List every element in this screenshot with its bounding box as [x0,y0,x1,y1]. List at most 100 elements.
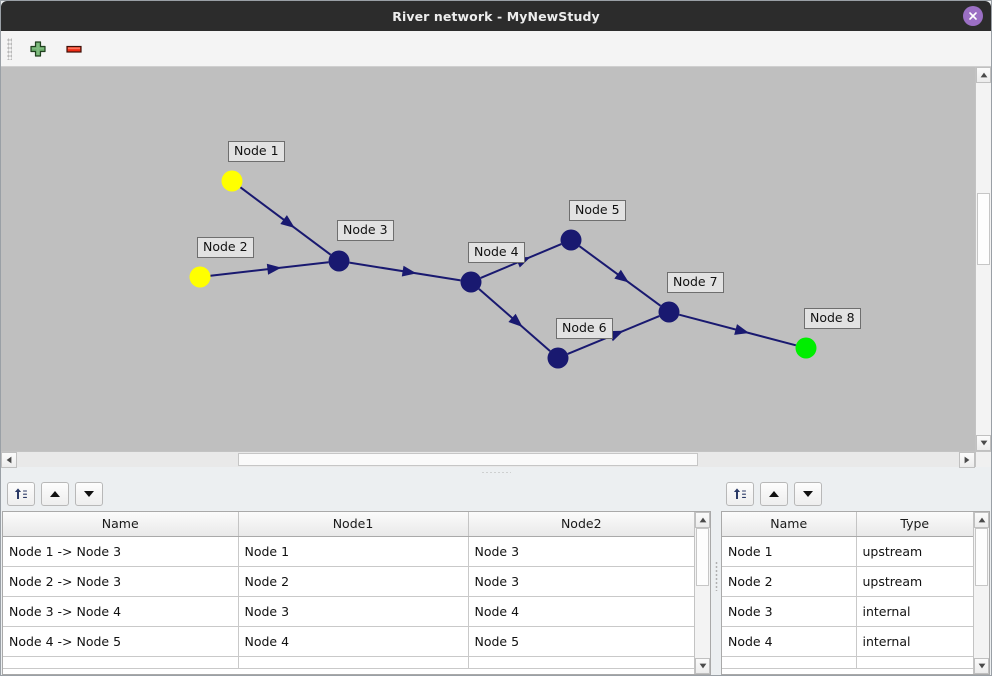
reaches-vscroll-thumb[interactable] [696,528,709,586]
graph-canvas[interactable]: Node 1 Node 2 Node 3 Node 4 Node 5 Node 6 Node… [1,67,975,451]
nodes-vertical-scrollbar[interactable] [973,512,989,674]
table-cell[interactable]: Node 1 -> Node 3 [3,536,239,567]
vsplitter-grip [714,561,718,591]
triangle-up-icon[interactable] [41,482,69,506]
table-cell[interactable]: Node 3 [468,566,694,597]
node-label[interactable]: Node 6 [556,318,613,339]
column-header[interactable]: Name [3,512,239,537]
table-cell[interactable]: upstream [856,536,973,567]
scroll-down-button[interactable] [976,435,991,451]
graph-panel: Node 1 Node 2 Node 3 Node 4 Node 5 Node 6 Node… [1,67,991,468]
table-cell[interactable]: Node 3 [722,596,857,627]
graph-node[interactable] [460,271,482,293]
node-label[interactable]: Node 3 [337,220,394,241]
table-cell[interactable]: Node 2 -> Node 3 [3,566,239,597]
reaches-scroll-down-button[interactable] [695,658,710,674]
column-header[interactable]: Type [856,512,973,537]
sort-ascending-icon[interactable] [7,482,35,506]
node-label[interactable]: Node 7 [667,272,724,293]
horizontal-splitter[interactable] [1,467,991,477]
graph-node[interactable] [328,250,350,272]
node-label[interactable]: Node 4 [468,242,525,263]
column-header[interactable]: Node2 [468,512,694,537]
table-cell[interactable] [3,656,239,669]
scroll-left-button[interactable] [1,452,17,468]
scrollbar-corner [975,452,991,467]
graph-node[interactable] [189,266,211,288]
graph-vertical-scrollbar[interactable] [975,67,991,451]
nodes-scroll-down-button[interactable] [974,658,989,674]
table-cell[interactable]: Node 3 [468,536,694,567]
table-cell[interactable] [238,656,469,669]
table-cell[interactable]: Node 2 [722,566,857,597]
node-label[interactable]: Node 2 [197,237,254,258]
window-title: River network - MyNewStudy [392,8,600,24]
close-icon[interactable] [963,6,983,26]
reaches-scroll-up-button[interactable] [695,512,710,528]
graph-node[interactable] [221,170,243,192]
table-cell[interactable] [468,656,694,669]
graph-horizontal-scrollbar[interactable] [1,451,991,468]
green-plus-icon[interactable] [26,37,50,61]
column-header[interactable]: Name [722,512,857,537]
graph-node[interactable] [560,229,582,251]
table-cell[interactable]: internal [856,596,973,627]
table-cell[interactable]: Node 3 [238,596,469,627]
table-cell[interactable]: upstream [856,566,973,597]
triangle-down-icon[interactable] [75,482,103,506]
graph-node[interactable] [795,337,817,359]
table-cell[interactable]: Node 4 [468,596,694,627]
graph-node[interactable] [658,301,680,323]
graph-vscroll-thumb[interactable] [977,193,990,265]
reaches-vscroll-track[interactable] [695,528,710,658]
table-cell[interactable]: Node 4 -> Node 5 [3,626,239,657]
table-cell[interactable] [722,656,857,669]
table-cell[interactable]: Node 4 [238,626,469,657]
column-header[interactable]: Node1 [238,512,469,537]
node-label[interactable]: Node 8 [804,308,861,329]
triangle-down-icon[interactable] [794,482,822,506]
scroll-right-button[interactable] [959,452,975,468]
reaches-vertical-scrollbar[interactable] [694,512,710,674]
triangle-up-icon[interactable] [760,482,788,506]
table-cell[interactable]: Node 1 [722,536,857,567]
nodes-vscroll-track[interactable] [974,528,989,658]
node-label[interactable]: Node 1 [228,141,285,162]
graph-hscroll-thumb[interactable] [238,453,698,466]
graph-hscroll-track[interactable] [17,452,959,467]
table-cell[interactable]: Node 3 -> Node 4 [3,596,239,627]
toolbar-grip[interactable] [7,37,12,60]
vertical-splitter[interactable] [712,477,720,675]
table-cell[interactable]: internal [856,626,973,657]
node-label[interactable]: Node 5 [569,200,626,221]
scroll-up-button[interactable] [976,67,991,83]
red-minus-icon[interactable] [62,37,86,61]
table-cell[interactable]: Node 5 [468,626,694,657]
table-cell[interactable] [856,656,973,669]
graph-node[interactable] [547,347,569,369]
table-cell[interactable]: Node 1 [238,536,469,567]
nodes-vscroll-thumb[interactable] [975,528,988,586]
graph-vscroll-track[interactable] [976,83,991,435]
table-row[interactable] [3,656,694,669]
sort-ascending-icon[interactable] [726,482,754,506]
table-row[interactable] [722,656,973,669]
table-cell[interactable]: Node 4 [722,626,857,657]
nodes-scroll-up-button[interactable] [974,512,989,528]
table-cell[interactable]: Node 2 [238,566,469,597]
